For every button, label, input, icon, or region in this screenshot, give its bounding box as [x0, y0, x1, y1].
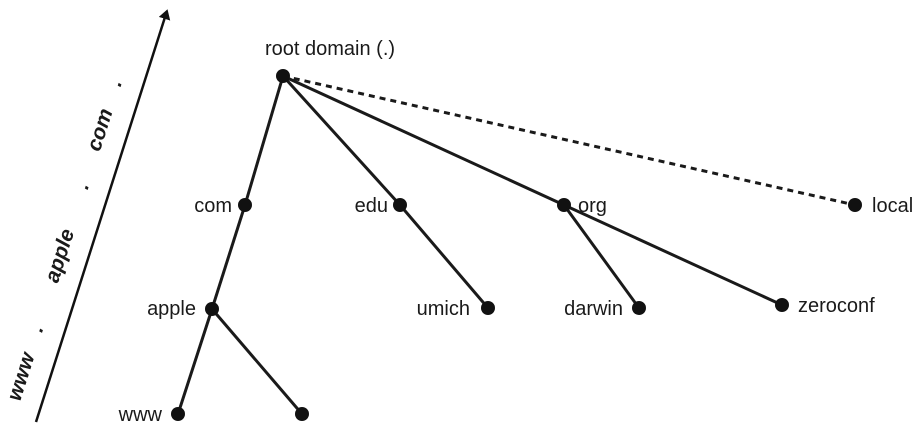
www-node [171, 407, 185, 421]
zeroconf-node [775, 298, 789, 312]
axis-part-com: com [83, 106, 118, 154]
unlabeled-node [295, 407, 309, 421]
edge-root-org [282, 74, 565, 207]
tree-edges [176, 74, 856, 415]
darwin-node [632, 301, 646, 315]
edge-root-com [243, 75, 285, 206]
edge-apple-unlabeled [210, 308, 304, 415]
resolution-order-arrow [34, 9, 171, 423]
umich-label: umich [417, 298, 470, 320]
local-node [848, 198, 862, 212]
apple-node [205, 302, 219, 316]
edge-edu-umich [398, 204, 490, 309]
zeroconf-label: zeroconf [798, 295, 875, 317]
tree-nodes [171, 69, 862, 421]
com-node [238, 198, 252, 212]
root-node [276, 69, 290, 83]
org-label: org [578, 195, 607, 217]
edge-apple-www [176, 308, 214, 415]
axis-part-www: www [3, 348, 40, 403]
com-label: com [194, 195, 232, 217]
axis-part-apple: apple [41, 226, 80, 286]
darwin-label: darwin [564, 298, 623, 320]
resolution-order-label: www . apple . com . [3, 77, 127, 404]
edu-node [393, 198, 407, 212]
root-label: root domain (.) [265, 38, 395, 60]
umich-node [481, 301, 495, 315]
local-label: local [872, 195, 913, 217]
edu-label: edu [355, 195, 388, 217]
edge-org-zeroconf [563, 203, 783, 307]
org-node [557, 198, 571, 212]
axis-part-dot-1: . [25, 322, 49, 335]
www-label: www [118, 404, 163, 426]
axis-part-dot-2: . [70, 179, 94, 192]
edge-com-apple [210, 204, 247, 310]
apple-label: apple [147, 298, 196, 320]
axis-part-dot-3: . [103, 77, 127, 90]
edge-root-edu [281, 74, 402, 207]
edge-org-darwin [562, 204, 641, 309]
edge-root-local [282, 74, 856, 207]
